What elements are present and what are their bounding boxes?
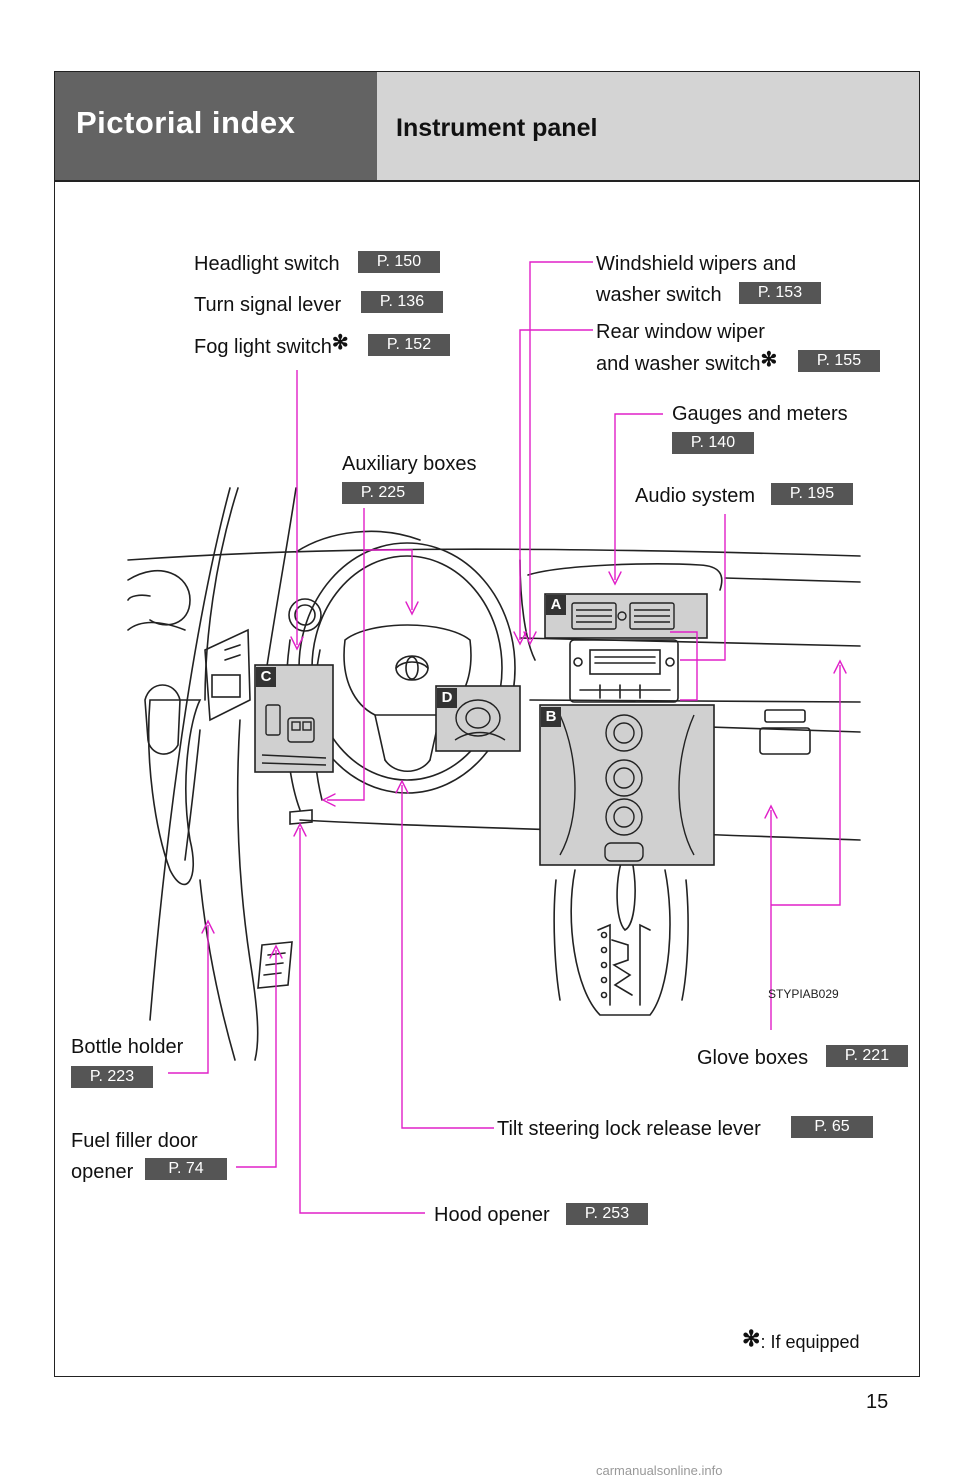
hood-opener-page[interactable]: P. 253 [566,1203,648,1225]
page-number: 15 [866,1391,889,1413]
section-title: Pictorial index [76,105,296,140]
footnote: ✻: If equipped [742,1326,860,1354]
bottle-holder-label: Bottle holder [71,1036,184,1058]
marker-b: B [541,707,561,727]
marker-a: A [546,595,566,615]
leader-lines [168,261,841,1214]
auxiliary-boxes-page[interactable]: P. 225 [342,482,424,504]
section-subtitle: Instrument panel [396,114,598,142]
header-divider [54,180,920,182]
fog-light-label: Fog light switch✻ [194,332,349,358]
audio-system-label: Audio system [635,485,756,507]
page-frame [54,71,920,1377]
turn-signal-page[interactable]: P. 136 [361,291,443,313]
rear-wiper-label-line2: and washer switch✻ [596,349,778,375]
fuel-filler-label-line2: opener [71,1161,134,1183]
windshield-label-line1: Windshield wipers and [596,253,797,275]
equipped-asterisk-icon: ✻ [760,349,778,371]
windshield-page[interactable]: P. 153 [739,282,821,304]
gauges-page[interactable]: P. 140 [672,432,754,454]
image-code: STYPIAB029 [768,987,839,1001]
glove-boxes-page[interactable]: P. 221 [826,1045,908,1067]
footnote-text: : If equipped [760,1332,860,1352]
bottle-holder-page[interactable]: P. 223 [71,1066,153,1088]
fog-light-page[interactable]: P. 152 [368,334,450,356]
leader-arrowheads [201,571,847,959]
gauges-label: Gauges and meters [672,403,848,425]
inset-center-console [539,704,715,866]
equipped-asterisk-icon: ✻ [742,1326,761,1351]
audio-system-page[interactable]: P. 195 [771,483,853,505]
turn-signal-label: Turn signal lever [194,294,342,316]
header-light-panel [377,71,920,181]
equipped-asterisk-icon: ✻ [331,332,349,354]
fuel-filler-label-line1: Fuel filler door [71,1130,198,1152]
header-dark-panel [54,71,377,181]
hood-opener-label: Hood opener [434,1204,550,1226]
rear-wiper-page[interactable]: P. 155 [798,350,880,372]
headlight-switch-label: Headlight switch [194,253,340,275]
rear-wiper-label-line1: Rear window wiper [596,321,765,343]
auxiliary-boxes-label: Auxiliary boxes [342,453,477,475]
tilt-steering-page[interactable]: P. 65 [791,1116,873,1138]
watermark: carmanualsonline.info [596,1463,723,1478]
glove-boxes-label: Glove boxes [697,1047,809,1069]
marker-c: C [256,667,276,687]
marker-d: D [437,688,457,708]
headlight-switch-page[interactable]: P. 150 [358,251,440,273]
fuel-filler-page[interactable]: P. 74 [145,1158,227,1180]
windshield-label-line2: washer switch [596,284,722,306]
tilt-steering-label: Tilt steering lock release lever [497,1118,761,1140]
